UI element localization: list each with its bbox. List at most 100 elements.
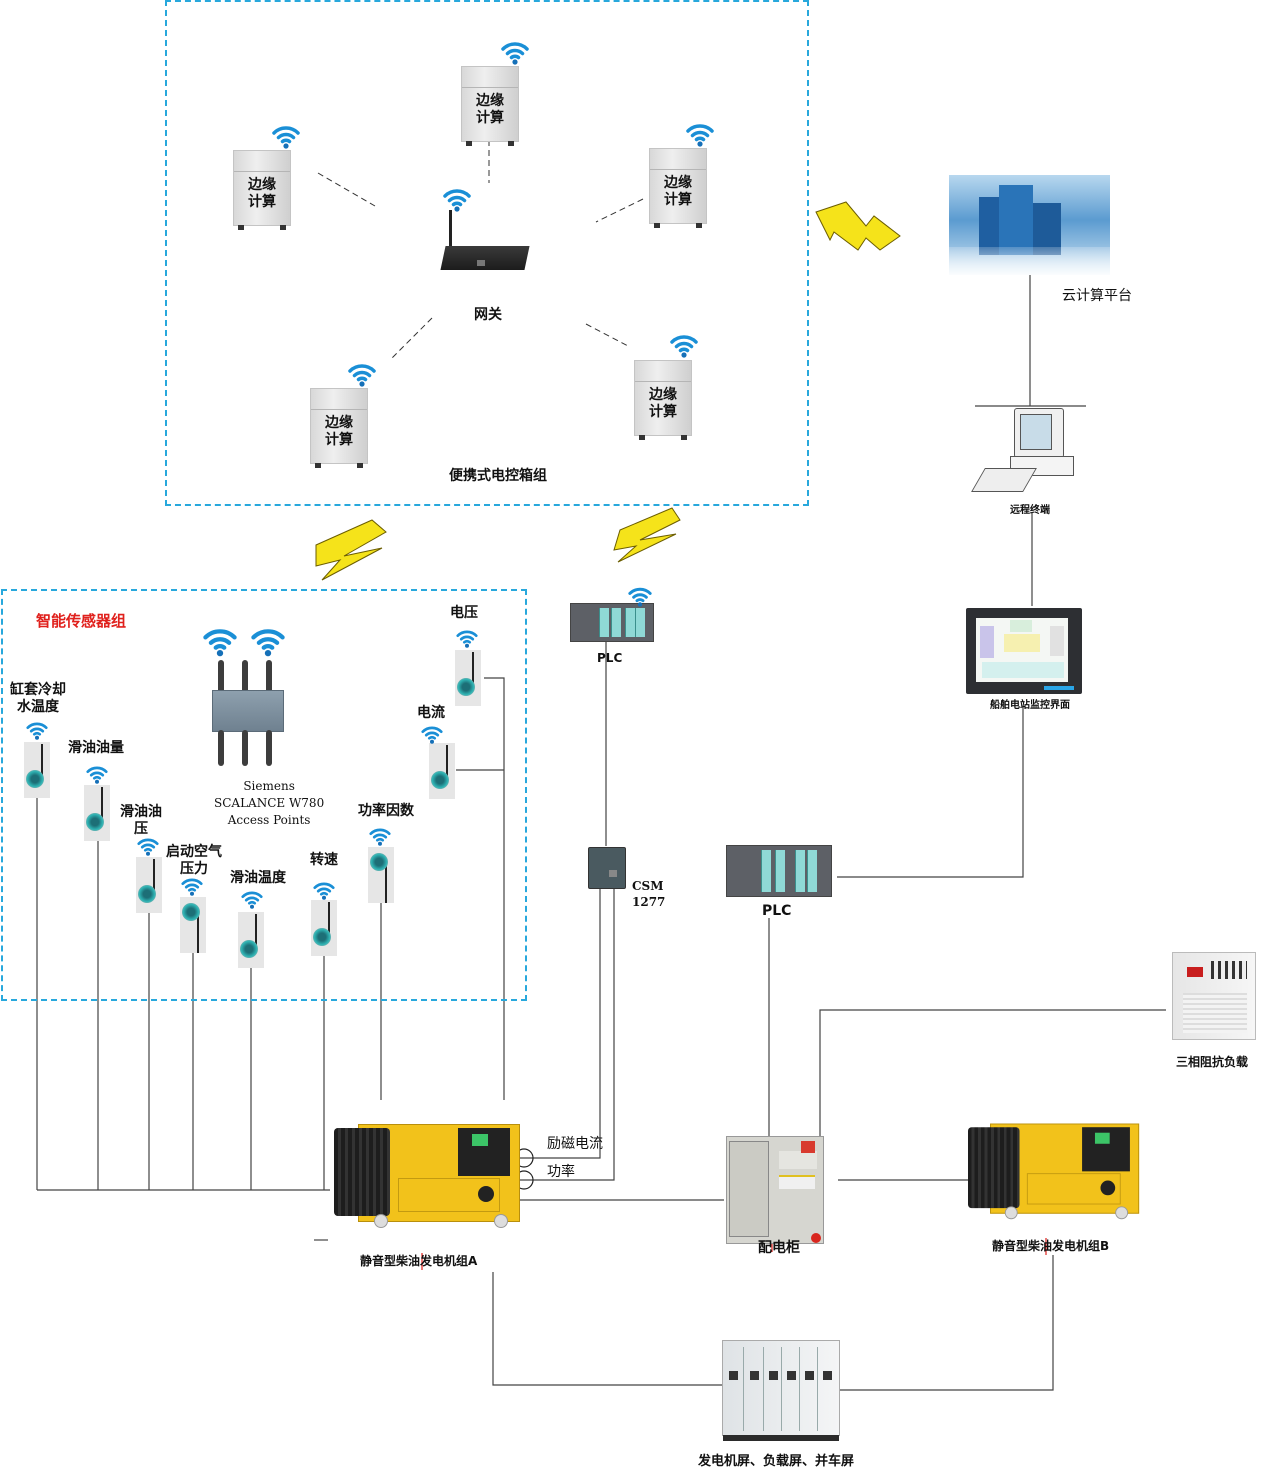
link-csm-excitation	[520, 888, 601, 1159]
sensor-device[interactable]	[429, 743, 455, 799]
generator-b-label: 静音型柴油发电机组B	[992, 1239, 1110, 1253]
sensor-group-title: 智能传感器组	[36, 612, 127, 630]
link-switchboard-genB	[838, 1255, 1054, 1391]
sensor-label-voltage: 电压	[450, 605, 478, 621]
link-csm-power	[520, 888, 615, 1181]
access-point-device[interactable]	[210, 660, 286, 770]
cloud-platform-label: 云计算平台	[1062, 288, 1132, 304]
plc-top-device[interactable]	[570, 603, 654, 642]
sensor-label-start-air-pressure: 启动空气压力	[166, 844, 222, 877]
distribution-cabinet[interactable]	[726, 1136, 824, 1244]
wifi-icon	[628, 585, 652, 607]
link-genA-switchboard	[492, 1272, 722, 1386]
link-gateway-edge-left	[317, 172, 376, 207]
wireless-link-bolt-icon	[815, 201, 901, 251]
sensor-group-frame	[1, 589, 527, 1001]
sensor-device[interactable]	[136, 857, 162, 913]
wifi-icon	[456, 628, 478, 648]
edge-node[interactable]: 边缘计算	[233, 150, 291, 230]
sensor-label-lube-oil-level: 滑油油量	[68, 740, 124, 756]
load-bank-label: 三相阻抗负载	[1176, 1055, 1249, 1069]
wifi-icon	[670, 332, 698, 358]
wireless-link-bolt-icon	[315, 519, 387, 581]
sensor-device[interactable]	[455, 650, 481, 706]
access-point-vendor: Siemens	[243, 779, 295, 793]
edge-node-label: 边缘	[248, 177, 276, 193]
monitoring-hmi-screen[interactable]	[966, 608, 1082, 694]
sensor-label-power-factor: 功率因数	[358, 803, 414, 819]
sensor-label-lube-oil-temp: 滑油温度	[230, 870, 286, 886]
edge-node[interactable]: 边缘计算	[461, 66, 519, 146]
portable-group-title: 便携式电控箱组	[449, 468, 547, 484]
edge-node-label: 边缘	[664, 175, 692, 191]
link-monitor-plc	[837, 707, 1024, 878]
wifi-icon	[181, 876, 203, 896]
wifi-icon	[86, 764, 108, 784]
wifi-icon	[251, 625, 285, 657]
access-point-model: SCALANCE W780	[214, 796, 325, 810]
wifi-icon	[241, 889, 263, 909]
cloud-platform-image[interactable]	[949, 175, 1110, 275]
wifi-icon	[421, 724, 443, 744]
edge-node-label: 边缘	[476, 93, 504, 109]
three-phase-load-bank[interactable]	[1172, 952, 1256, 1040]
sensor-label-cooling-water-temp: 缸套冷却水温度	[10, 682, 66, 715]
wifi-icon	[443, 186, 471, 212]
plc-mid-device[interactable]	[726, 845, 832, 897]
access-point-type: Access Points	[227, 813, 311, 827]
generator-b[interactable]	[968, 1118, 1140, 1220]
remote-terminal-computer-icon[interactable]	[971, 408, 1080, 500]
sensor-label-current: 电流	[417, 705, 445, 721]
wifi-icon	[137, 836, 159, 856]
generator-a[interactable]	[334, 1118, 520, 1228]
sensor-device[interactable]	[368, 847, 394, 903]
access-point-label: Siemens SCALANCE W780 Access Points	[214, 778, 324, 829]
edge-node[interactable]: 边缘计算	[634, 360, 692, 440]
wifi-icon	[313, 880, 335, 900]
wifi-icon	[272, 123, 300, 149]
switchboard-panels[interactable]	[722, 1340, 840, 1441]
wifi-icon	[26, 720, 48, 740]
wireless-link-bolt-icon	[613, 507, 681, 563]
portable-box-group-frame	[165, 0, 809, 506]
sensor-label-speed: 转速	[310, 852, 338, 868]
wifi-icon	[348, 361, 376, 387]
excitation-current-label: 励磁电流	[547, 1136, 603, 1152]
sensor-drop	[484, 677, 505, 1100]
remote-terminal-label: 远程终端	[1010, 505, 1050, 516]
edge-node[interactable]: 边缘计算	[310, 388, 368, 468]
edge-node-label: 边缘	[325, 415, 353, 431]
edge-node-label: 计算	[664, 192, 692, 208]
sensor-device[interactable]	[180, 897, 206, 953]
sensor-device[interactable]	[311, 900, 337, 956]
gateway-label: 网关	[474, 307, 502, 323]
sensor-device[interactable]	[84, 785, 110, 841]
edge-node[interactable]: 边缘计算	[649, 148, 707, 228]
edge-node-label: 边缘	[649, 387, 677, 403]
edge-node-label: 计算	[325, 432, 353, 448]
link-load-cabinet	[819, 1009, 1166, 1138]
generator-a-label: 静音型柴油发电机组A	[360, 1254, 478, 1268]
sensor-device[interactable]	[238, 912, 264, 968]
sensor-device[interactable]	[24, 742, 50, 798]
csm-1277-switch[interactable]	[588, 847, 626, 889]
edge-node-label: 计算	[248, 194, 276, 210]
wifi-icon	[501, 39, 529, 65]
wifi-icon	[203, 625, 237, 657]
distribution-cabinet-label: 配电柜	[758, 1240, 800, 1256]
edge-node-label: 计算	[476, 110, 504, 126]
wifi-icon	[686, 121, 714, 147]
switchboard-label: 发电机屏、负载屏、并车屏	[698, 1454, 855, 1469]
gateway-device[interactable]	[440, 210, 531, 274]
monitoring-hmi-label: 船舶电站监控界面	[990, 700, 1070, 711]
plc-top-label: PLC	[597, 651, 623, 665]
link-gateway-edge-bottomright	[585, 323, 629, 347]
link-gateway-edge-right	[595, 198, 644, 223]
wifi-icon	[369, 826, 391, 846]
power-label: 功率	[547, 1164, 575, 1180]
sensor-label-lube-oil-pressure: 滑油油压	[120, 804, 162, 837]
plc-mid-label: PLC	[762, 903, 792, 919]
edge-node-label: 计算	[649, 404, 677, 420]
